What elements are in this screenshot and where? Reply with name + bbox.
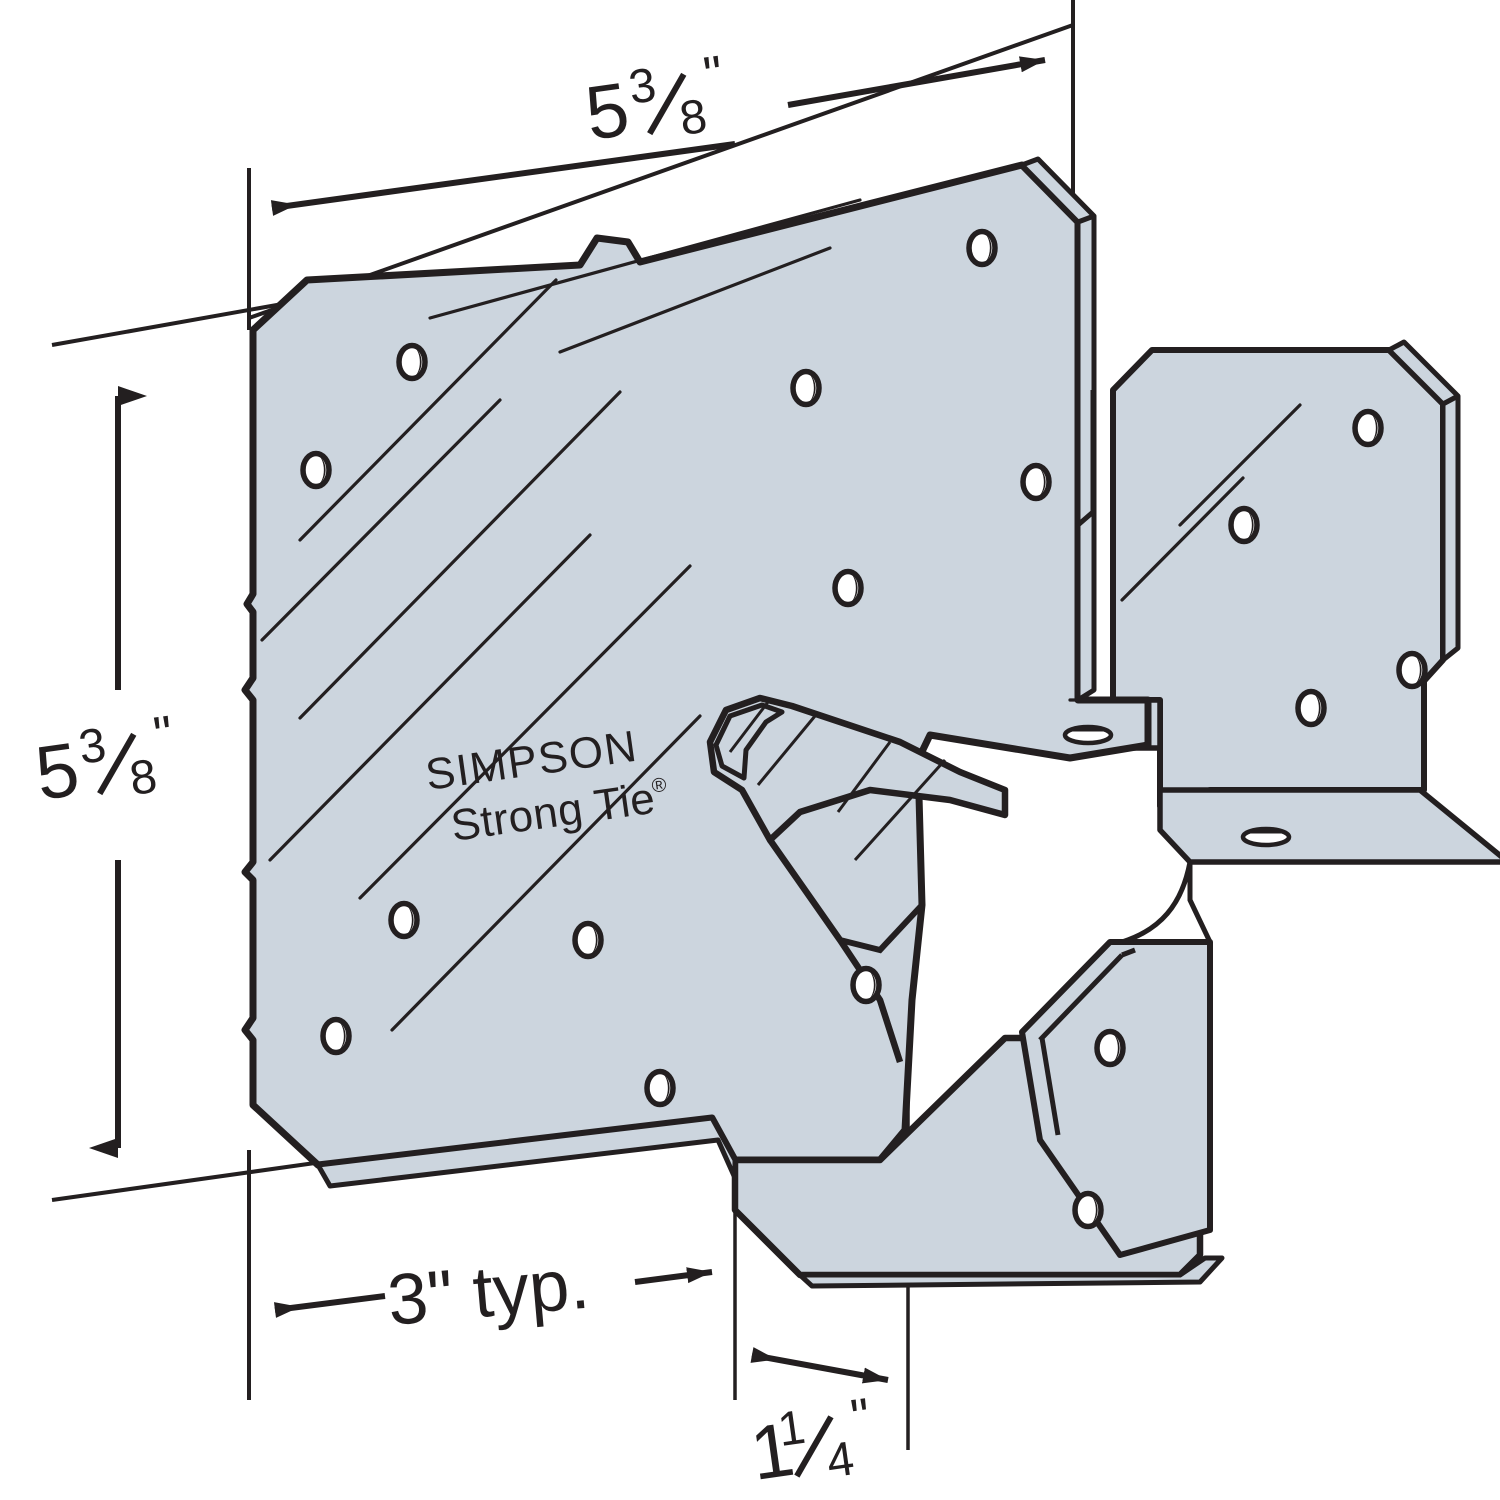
leader-left-bottom <box>51 1161 316 1202</box>
hole-main-11 <box>853 969 879 1002</box>
embossed-rib <box>706 694 1009 844</box>
lower-right-gusset <box>1019 939 1213 1258</box>
hole-main-9 <box>323 1020 349 1053</box>
leader-top <box>248 23 1074 320</box>
dim-br-fraction-bar <box>794 1415 834 1478</box>
hole-main-8 <box>575 924 601 957</box>
dim-left-fraction-bar <box>97 732 137 796</box>
dimension-bottom-right: 1 1 4 " <box>746 1347 889 1497</box>
hole-side-1 <box>1355 412 1381 445</box>
dim-bottom-left-label: 3" typ. <box>384 1244 592 1341</box>
dimension-bottom-line-left <box>273 1293 386 1318</box>
curved-gusset <box>1121 861 1193 945</box>
hole-main-1 <box>399 346 425 379</box>
embossed-rib-shading <box>728 701 947 862</box>
fold-lines <box>1075 390 1427 944</box>
right-side-plate-edge <box>1386 339 1461 663</box>
dimension-top-line-right <box>787 56 1046 108</box>
hole-tab-1 <box>1097 1032 1123 1065</box>
side-plate-glare-lines <box>1120 403 1302 602</box>
hole-side-3 <box>1399 654 1425 687</box>
leader-left-top <box>51 298 306 347</box>
lower-right-gusset-fold <box>1038 947 1136 1136</box>
dimension-bottom-left: 3" typ. <box>273 1244 713 1341</box>
embossed-rib-inner-lip <box>713 702 785 781</box>
rib-gusset-leg-2 <box>839 902 925 954</box>
hole-main-3 <box>793 372 819 405</box>
main-front-plate <box>241 161 1152 1169</box>
surface-glare-lines <box>260 198 862 1032</box>
dimension-bottom-line-right <box>634 1267 713 1285</box>
dimension-top-line-left <box>270 141 736 216</box>
hole-main-7 <box>391 904 417 937</box>
hole-side-4 <box>1298 692 1324 725</box>
flange-slot-lower <box>1243 829 1289 845</box>
hole-main-5 <box>1023 466 1049 499</box>
hole-main-6 <box>835 572 861 605</box>
dim-top-fraction-bar <box>647 72 687 136</box>
main-plate-bottom-edge <box>315 1115 738 1189</box>
dimension-left: 5 3 8 " <box>31 386 177 1158</box>
lower-tab-bottom-edge <box>797 1255 1225 1289</box>
hole-tab-2 <box>1075 1194 1101 1227</box>
dimension-left-label: 5 3 8 " <box>31 705 177 817</box>
dimension-bottom-right-line <box>750 1347 889 1384</box>
hole-main-10 <box>647 1072 673 1105</box>
right-seat-flange <box>1157 787 1500 865</box>
hole-side-2 <box>1231 509 1257 542</box>
hole-main-2 <box>303 454 329 487</box>
hole-main-4 <box>969 232 995 265</box>
flange-slot-upper <box>1065 727 1111 743</box>
connector-body <box>241 156 1500 1289</box>
brand-registered-mark: ® <box>650 774 668 798</box>
